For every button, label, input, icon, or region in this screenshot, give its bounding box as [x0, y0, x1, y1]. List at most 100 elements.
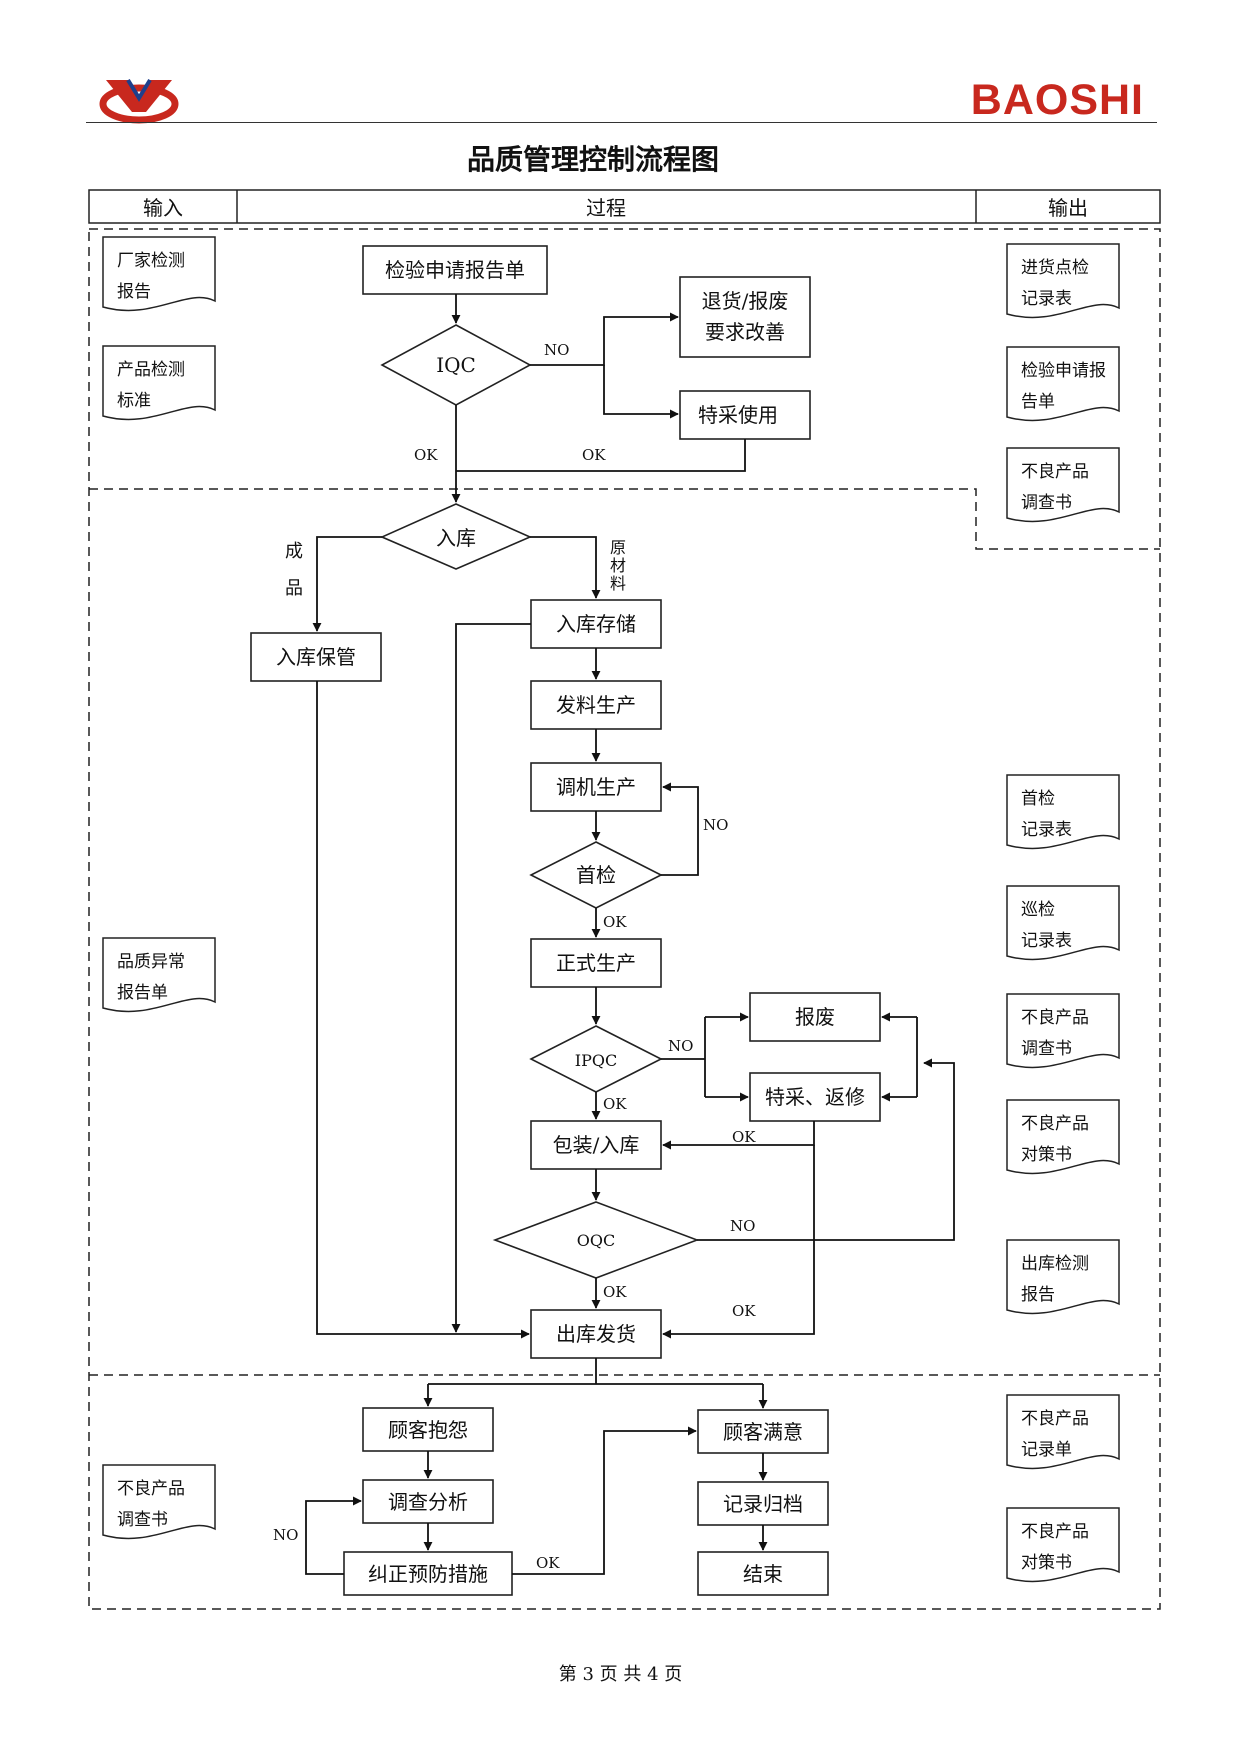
column-input: 输入 [143, 196, 183, 220]
ship-out-label: 出库发货 [556, 1322, 636, 1346]
storage-keep-label: 入库保管 [276, 645, 356, 669]
corrective-label: 纠正预防措施 [368, 1562, 488, 1586]
document-text: 报告单 [117, 983, 168, 1003]
finished-branch-1: 成 [285, 541, 303, 562]
customer-satisfied-box [697, 1409, 829, 1454]
document-text: 标准 [117, 391, 151, 411]
document-text: 厂家检测 [117, 251, 185, 271]
document-text: 首检 [1021, 789, 1055, 809]
brand-logo [99, 78, 179, 124]
document-text: 不良产品 [1021, 1409, 1089, 1429]
formal-production-box [530, 938, 662, 988]
customer-complaint-label: 顾客抱怨 [388, 1418, 468, 1442]
oqc-label: OQC [577, 1231, 615, 1250]
investigate-label: 调查分析 [388, 1490, 468, 1514]
end-box [697, 1551, 829, 1596]
document-text: 不良产品 [1021, 462, 1089, 482]
flow-labels: NO OK OK NO OK NO OK OK NO OK OK NO OK [273, 341, 756, 1572]
raw-branch-1: 原 [610, 538, 626, 557]
document-text: 不良产品 [1021, 1008, 1089, 1028]
machine-adjust-label: 调机生产 [556, 775, 636, 799]
document-text: 调查书 [117, 1510, 168, 1530]
return-scrap-label-1: 退货/报废 [702, 289, 789, 313]
process-texts: 检验申请报告单 IQC 退货/报废 要求改善 特采使用 入库 成 品 原 材 料… [276, 258, 865, 1586]
document-text: 出库检测 [1021, 1254, 1089, 1274]
return-scrap-label-2: 要求改善 [705, 320, 785, 344]
pack-store-box [530, 1120, 662, 1170]
document-text: 产品检测 [117, 360, 185, 380]
decisions [380, 324, 700, 1279]
end-label: 结束 [743, 1562, 783, 1586]
document-text: 不良产品 [117, 1479, 185, 1499]
page-title: 品质管理控制流程图 [466, 143, 719, 176]
iqc-ok-label: OK [414, 446, 438, 464]
oqc-no-label: NO [730, 1217, 755, 1235]
raw-branch-3: 料 [610, 574, 626, 593]
document-text: 对策书 [1021, 1145, 1072, 1165]
column-header: 输入 过程 输出 [88, 189, 1161, 224]
corrective-ok-label: OK [536, 1554, 560, 1572]
ipqc-ok-label: OK [603, 1095, 627, 1113]
warehouse-in-diamond [380, 503, 532, 570]
first-inspect-label: 首检 [576, 863, 616, 887]
brand-name: BAOSHI [970, 76, 1144, 124]
document-text: 记录表 [1021, 289, 1072, 309]
process-boxes [250, 245, 881, 1596]
document-text: 巡检 [1021, 900, 1055, 920]
header-divider [86, 122, 1157, 123]
ship-out-box [530, 1309, 662, 1359]
logo-v-mark [106, 80, 172, 112]
archive-label: 记录归档 [723, 1492, 803, 1516]
document-text: 进货点检 [1021, 258, 1089, 278]
storage-label: 入库存储 [556, 612, 636, 636]
document-text: 记录表 [1021, 820, 1072, 840]
scrap-label: 报废 [795, 1005, 835, 1029]
document-text: 告单 [1021, 392, 1055, 412]
document-text: 调查书 [1021, 1039, 1072, 1059]
iqc-label: IQC [436, 353, 476, 377]
document-text: 不良产品 [1021, 1114, 1089, 1134]
customer-satisfied-label: 顾客满意 [723, 1420, 803, 1444]
storage-keep-box [250, 632, 382, 682]
page-footer: 第 3 页 共 4 页 [558, 1664, 683, 1685]
inspect-request-box [362, 245, 548, 295]
iqc-no-label: NO [544, 341, 569, 359]
special-rework-box [749, 1072, 881, 1122]
customer-complaint-box [362, 1407, 494, 1452]
document-icons: 厂家检测报告产品检测标准品质异常报告单不良产品调查书进货点检记录表检验申请报告单… [102, 236, 1120, 1583]
column-output: 输出 [1048, 196, 1088, 220]
inspect-request-label: 检验申请报告单 [385, 258, 525, 282]
corrective-no-label: NO [273, 1526, 298, 1544]
first-inspect-ok-label: OK [603, 913, 627, 931]
document-text: 调查书 [1021, 493, 1072, 513]
material-issue-label: 发料生产 [556, 693, 636, 717]
return-scrap-box [679, 276, 811, 358]
special-use-box [679, 390, 811, 440]
special-use-label: 特采使用 [698, 403, 778, 427]
document-text: 品质异常 [117, 952, 185, 972]
oqc-ok-label: OK [603, 1283, 627, 1301]
pack-store-label: 包装/入库 [553, 1133, 640, 1157]
section-borders [88, 228, 1161, 1610]
ipqc-label: IPQC [575, 1051, 617, 1070]
logo-ring [99, 84, 179, 124]
ipqc-no-label: NO [668, 1037, 693, 1055]
document-text: 对策书 [1021, 1553, 1072, 1573]
material-issue-box [530, 680, 662, 730]
finished-branch-2: 品 [285, 578, 303, 599]
archive-box [697, 1481, 829, 1526]
formal-production-label: 正式生产 [556, 951, 636, 975]
